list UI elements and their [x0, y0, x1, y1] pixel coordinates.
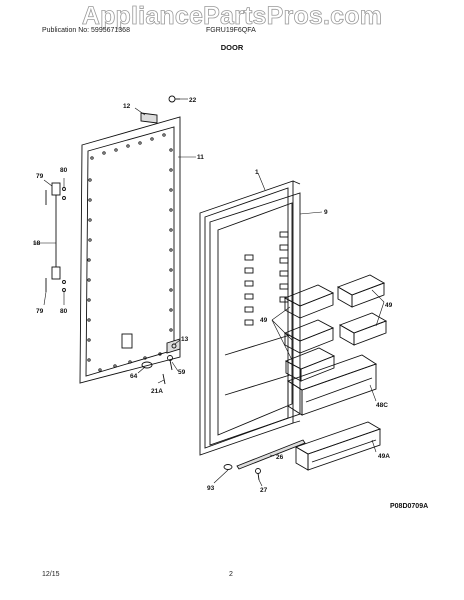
callout-59: 59	[178, 369, 186, 376]
part-21A-pin	[162, 373, 166, 385]
part-9-inner-liner	[209, 192, 301, 446]
part-26-strip	[236, 439, 306, 470]
callout-49-left: 49	[260, 317, 268, 324]
part-12-plate	[140, 112, 158, 124]
callout-11: 11	[197, 154, 204, 161]
part-49-door-bin-lower-left	[284, 347, 336, 382]
callout-80-top: 80	[60, 167, 68, 174]
callout-93: 93	[207, 485, 215, 492]
part-27-screw	[255, 468, 261, 481]
part-49-door-bin-middle-left	[283, 319, 335, 354]
callout-79-top: 79	[36, 173, 44, 180]
callout-1: 1	[255, 169, 259, 176]
publication-number: Publication No: 5995671368	[42, 27, 130, 34]
part-22-screw	[168, 95, 180, 103]
callout-12: 12	[123, 103, 131, 110]
callout-48C: 48C	[376, 402, 388, 409]
frame-holes	[87, 133, 173, 372]
part-49-door-bin-upper-left	[283, 284, 335, 319]
callout-13: 13	[181, 336, 189, 343]
part-13-hinge-bracket	[166, 338, 181, 354]
part-49A-gallon-bin	[294, 421, 382, 471]
callout-80-bottom: 80	[60, 308, 68, 315]
callout-18: 18	[33, 240, 41, 247]
part-49-door-bin-middle-right	[338, 312, 388, 346]
diagram-code: P08D0709A	[390, 503, 428, 510]
callout-49A: 49A	[378, 453, 390, 460]
part-64-washer	[141, 361, 153, 369]
part-48C-large-door-bin	[286, 354, 378, 416]
part-49-door-bin-upper-right	[336, 274, 386, 308]
liner-shelf-slots	[244, 231, 289, 326]
footer-date: 12/15	[42, 571, 60, 578]
part-11-door-frame	[79, 116, 181, 384]
callout-labels: 12 22 1 11 9 79 80 18 79 80 13 59 64 21A…	[33, 97, 428, 510]
callout-21A: 21A	[151, 388, 163, 395]
callout-27: 27	[260, 487, 268, 494]
callout-26: 26	[276, 454, 284, 461]
callout-64: 64	[130, 373, 138, 380]
callout-9: 9	[324, 209, 328, 216]
footer-page-number: 2	[229, 571, 233, 578]
section-title: DOOR	[220, 43, 244, 52]
callout-22: 22	[189, 97, 197, 104]
callout-49-right: 49	[385, 302, 393, 309]
part-1-door-panel	[199, 180, 301, 456]
watermark-text: AppliancePartsPros.com	[81, 2, 383, 31]
callout-79-bottom: 79	[36, 308, 44, 315]
part-59-screw	[167, 355, 173, 371]
part-79-80-18-hinge-assembly	[45, 182, 66, 292]
model-number: FGRU19F6QFA	[206, 27, 256, 34]
callout-leaders	[33, 98, 385, 487]
part-93-cam	[223, 464, 233, 470]
